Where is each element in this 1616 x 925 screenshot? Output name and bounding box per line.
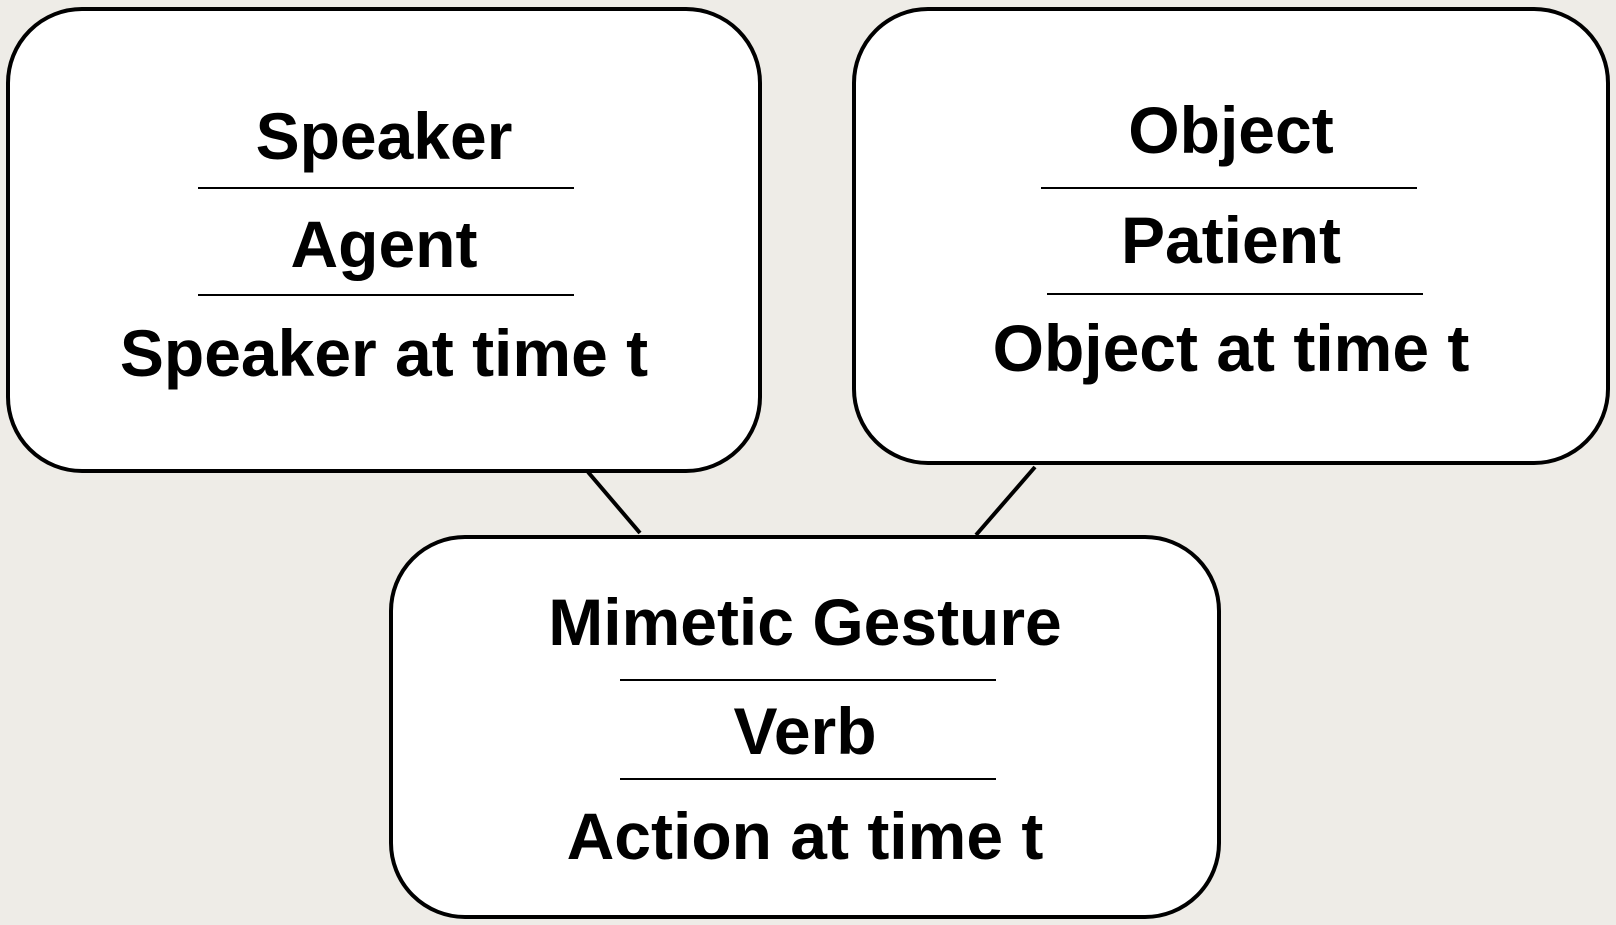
speaker-title: Speaker (255, 99, 513, 173)
gesture-description: Action at time t (566, 799, 1044, 873)
speaker-divider-1 (198, 187, 574, 189)
gesture-box: Mimetic Gesture Verb Action at time t (389, 535, 1221, 919)
speaker-divider-2 (198, 294, 574, 296)
speaker-role: Agent (290, 207, 478, 281)
gesture-divider-1 (620, 679, 996, 681)
gesture-divider-2 (620, 778, 996, 780)
object-role: Patient (1120, 203, 1342, 277)
speaker-box: Speaker Agent Speaker at time t (6, 7, 762, 473)
object-description: Object at time t (992, 311, 1470, 385)
object-divider-2 (1047, 293, 1423, 295)
object-divider-1 (1041, 187, 1417, 189)
speaker-gesture-connector (586, 470, 642, 535)
gesture-title: Mimetic Gesture (548, 585, 1062, 659)
speaker-description: Speaker at time t (119, 316, 649, 390)
object-gesture-connector (974, 465, 1037, 537)
gesture-role: Verb (733, 694, 877, 768)
object-box: Object Patient Object at time t (852, 7, 1610, 465)
object-title: Object (1128, 93, 1334, 167)
